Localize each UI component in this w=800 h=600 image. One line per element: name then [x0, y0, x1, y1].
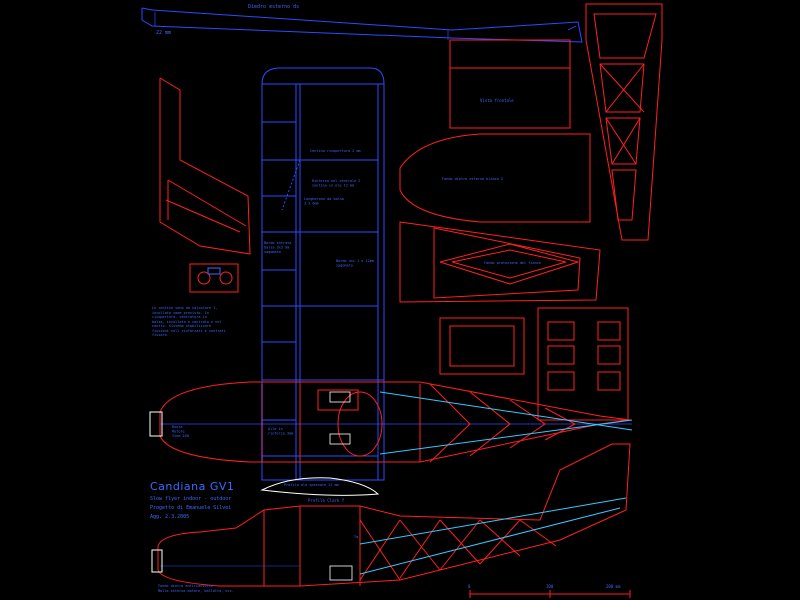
- side-note: Tm: [354, 535, 358, 539]
- side-nose: [151, 549, 163, 573]
- rear-frame: [585, 3, 663, 241]
- stabilizer-label: Fondo dietro esterno blanco 2: [442, 177, 503, 181]
- stabilizer-top: [399, 133, 591, 223]
- wing-top-label: Diedro esterno ds: [248, 4, 299, 10]
- servo-boxes: [329, 391, 351, 445]
- wing-note-1: Centina ricopertura 2 mm: [310, 149, 361, 153]
- title-author: Progetto di Emanuele Silvei: [150, 505, 232, 511]
- front-view-label: Vista frontale: [480, 98, 514, 103]
- profile-note: Profilo ala spessore 12 mm: [284, 483, 339, 487]
- motor-note: Fondo dietro antiriavvolto Molla esterna…: [158, 584, 234, 593]
- scale-bar: [469, 590, 631, 598]
- wing-panel: [261, 67, 385, 481]
- front-view-block: [449, 39, 571, 129]
- fuselage-brace-1: [379, 391, 633, 431]
- nose-top-view: [149, 411, 163, 437]
- motor-mount-box: [189, 263, 239, 293]
- nose-former: [439, 317, 525, 375]
- scale-0: 0: [468, 584, 471, 589]
- fuselage-brace-2: [379, 419, 633, 455]
- wing-dim-label: 22 mm: [156, 30, 171, 36]
- scale-200: 200 mm: [606, 584, 621, 589]
- title-subtitle: Slow flyer indoor - outdoor: [150, 496, 232, 502]
- project-title: Candiana GV1: [150, 480, 235, 493]
- side-brace-2: [359, 507, 621, 575]
- wing-dihedral-view: [141, 7, 583, 43]
- side-battery: [329, 565, 353, 581]
- airfoil-profile: [260, 477, 380, 496]
- rib-sheet: [537, 307, 629, 421]
- fuselage-panel-label: Fondo protezione del fianco: [484, 261, 541, 265]
- scale-100: 100: [546, 584, 554, 589]
- profile-label: Profilo Clark Y: [308, 498, 345, 503]
- fin-rudder: [159, 77, 251, 255]
- left-note: Le centine sono da calcolare 1, incollat…: [152, 306, 226, 337]
- fuselage-panel: [399, 221, 601, 303]
- title-block: Candiana GV1 Slow flyer indoor - outdoor…: [150, 480, 234, 520]
- title-date: Agg. 2.3.2005: [150, 514, 190, 520]
- side-brace-1: [359, 497, 627, 545]
